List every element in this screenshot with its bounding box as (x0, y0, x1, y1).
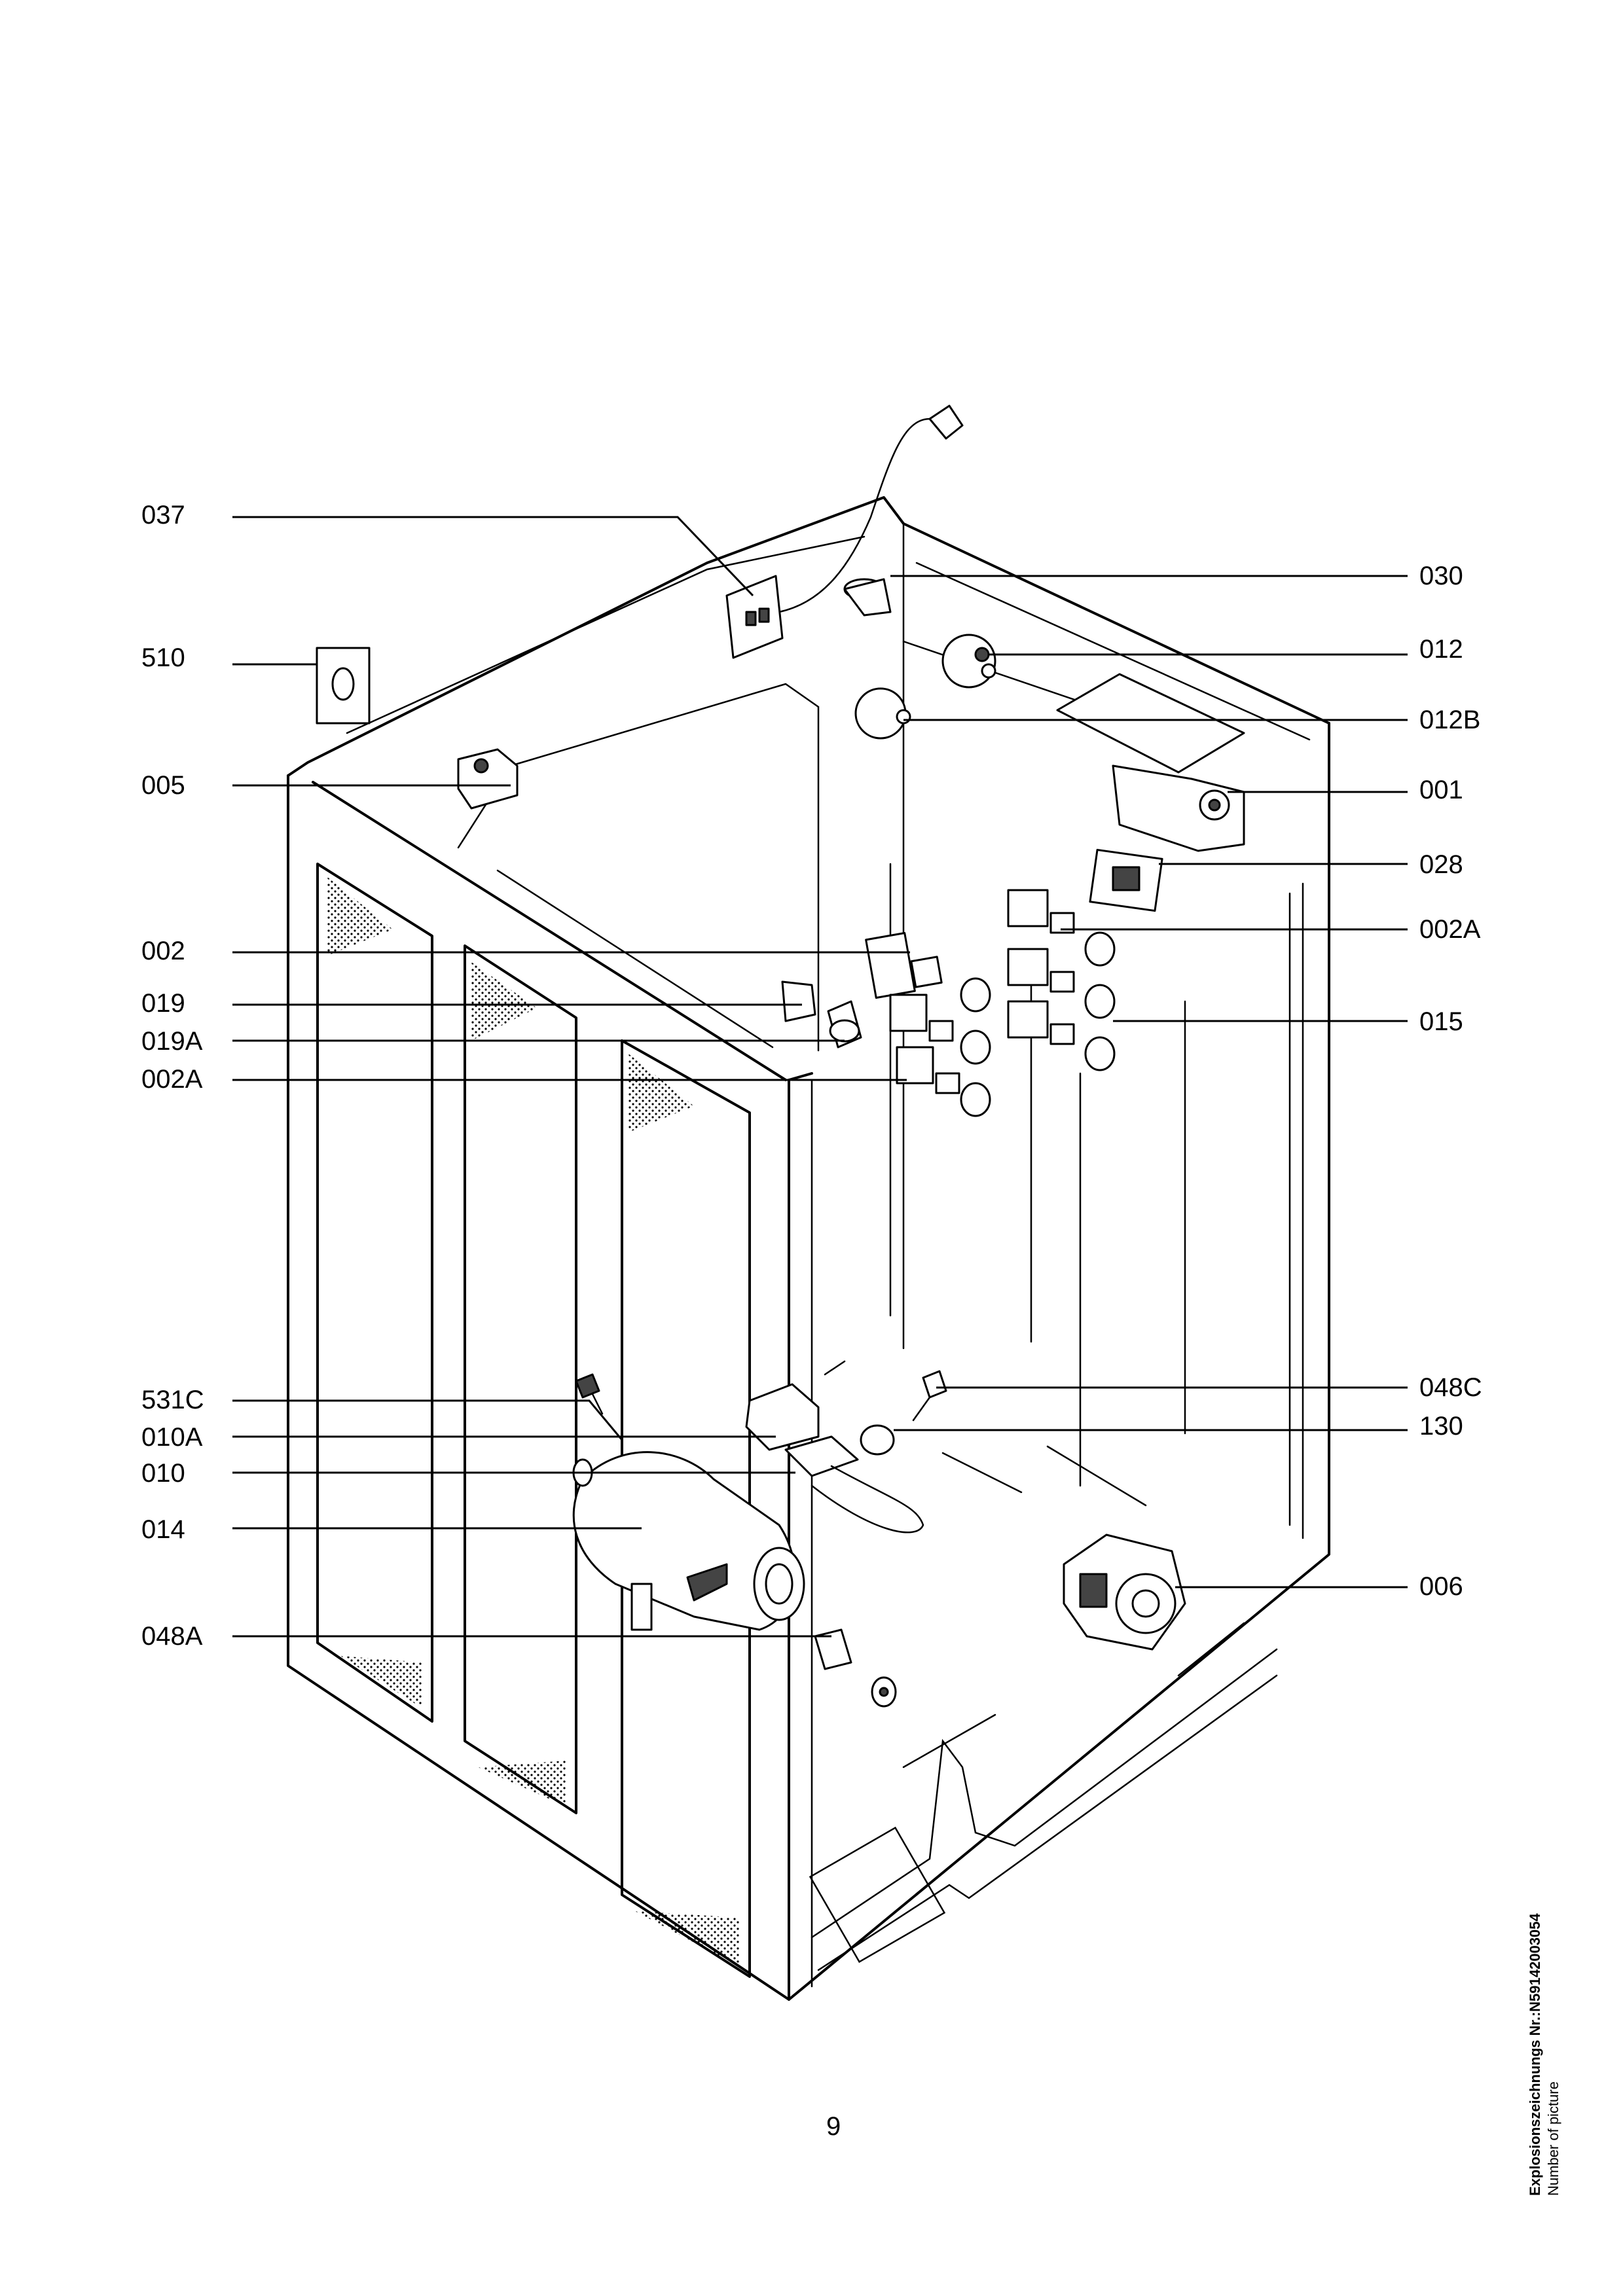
part-label-510: 510 (141, 643, 185, 672)
part-label-001: 001 (1419, 776, 1463, 804)
part-label-030: 030 (1419, 562, 1463, 590)
part-label-012: 012 (1419, 635, 1463, 664)
part-label-002a-right: 002A (1419, 915, 1481, 944)
part-label-006: 006 (1419, 1572, 1463, 1601)
leader-lines (232, 516, 1408, 1638)
part-label-019: 019 (141, 989, 185, 1018)
number-of-picture-caption: Number of picture (1545, 2081, 1561, 2196)
part-label-048c: 048C (1419, 1373, 1482, 1402)
side-caption: Explosionszeichnungs Nr.:N59142003054 Nu… (1527, 1913, 1561, 2196)
part-labels-left: 037 510 005 002 019 019A 002A 531C 010A … (141, 501, 204, 1651)
page-number: 9 (826, 2112, 841, 2141)
part-label-531c: 531C (141, 1386, 204, 1414)
front-panels (316, 863, 751, 1978)
part-label-014: 014 (141, 1515, 185, 1544)
part-label-010a: 010A (141, 1423, 203, 1452)
part-label-010: 010 (141, 1459, 185, 1488)
part-label-019a: 019A (141, 1027, 203, 1056)
part-label-028: 028 (1419, 850, 1463, 879)
part-labels-right: 030 012 012B 001 028 002A 015 048C 130 0… (1419, 562, 1482, 1601)
drawing-number: Explosionszeichnungs Nr.:N59142003054 (1527, 1913, 1543, 2196)
part-label-002: 002 (141, 937, 185, 965)
part-label-015: 015 (1419, 1007, 1463, 1036)
part-label-012b: 012B (1419, 706, 1480, 734)
part-label-130: 130 (1419, 1412, 1463, 1441)
mains-cable (778, 404, 964, 613)
component-drawings (316, 575, 1245, 1708)
part-label-002a-left: 002A (141, 1065, 203, 1094)
part-label-037: 037 (141, 501, 185, 529)
part-label-048a: 048A (141, 1622, 203, 1651)
part-label-005: 005 (141, 771, 185, 800)
